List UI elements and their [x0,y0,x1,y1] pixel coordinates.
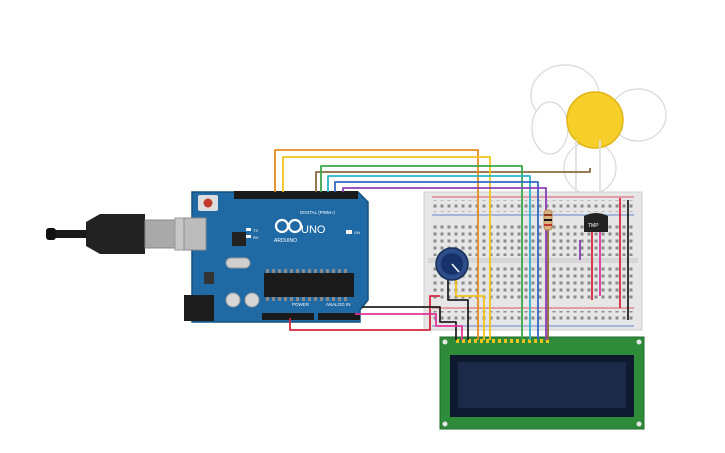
power-header[interactable] [262,313,314,320]
resistor-band [544,219,552,221]
lcd-mount-hole [442,339,448,345]
wire-black-gnd [362,306,457,340]
wire-magenta-a0 [355,313,463,340]
rx-label: RX [253,235,259,240]
digital-label: DIGITAL (PWM~) [300,210,335,215]
wire-pot-wiper [455,278,485,340]
tx-label: TX [253,228,258,233]
atmega-pins [266,269,347,301]
wire-brown-fan [315,168,591,192]
temperature-sensor-body [584,213,608,232]
lcd-mount-hole [442,421,448,427]
wire-cyan [327,175,531,340]
wires [274,140,629,340]
analog-header[interactable] [318,313,360,320]
temperature-sensor[interactable]: TMP [584,213,608,232]
resistor-band [544,214,552,216]
usb-plug-metal [144,219,176,249]
usb-chip [232,232,246,246]
potentiometer-indicator [451,263,460,273]
temperature-sensor-label: TMP [588,223,599,229]
capacitor-2 [244,292,260,308]
usb-cable-wire [56,230,86,238]
rx-led [246,235,251,238]
resistor[interactable] [543,209,553,231]
top-rail-holes [432,200,634,212]
board-model-label: UNO [301,224,326,236]
wire-purple [342,187,547,340]
fan-motor[interactable] [530,64,667,195]
crystal [225,257,251,269]
lcd-mount-hole [636,421,642,427]
potentiometer[interactable] [435,247,469,281]
usb-cable-end [46,228,56,240]
fan-blade-left [531,101,569,155]
capacitor-1 [225,292,241,308]
bottom-rail-holes [432,311,634,323]
on-led [346,230,352,234]
reset-button-cap[interactable] [203,198,213,208]
on-label: ON [354,230,360,235]
tx-led [246,228,251,231]
wire-orange [274,149,479,340]
wire-green [320,165,523,340]
lcd-mount-hole [636,339,642,345]
power-label: POWER [292,302,310,307]
atmega-chip [264,273,354,297]
wire-blue [334,181,539,340]
arduino-logo-icon [274,218,303,234]
power-jack [184,295,214,321]
lcd-display[interactable] [439,336,645,430]
analog-label: ANALOG IN [326,302,351,307]
regulator [204,272,214,284]
wire-red-5v [289,295,440,331]
usb-cable [46,214,206,254]
center-channel [428,258,638,263]
wire-pot-gnd [447,278,469,340]
board-brand-label: ARDUINO [274,238,297,244]
lcd-screen [458,362,626,408]
wire-yellow [282,156,491,340]
fan-hub [566,91,624,149]
board-usb-jack [183,217,207,251]
arduino-uno-board[interactable]: UNO ARDUINO DIGITAL (PWM~) POWER ANALOG … [183,191,369,323]
resistor-band [544,224,552,226]
digital-header[interactable] [234,191,358,199]
usb-plug-body [86,214,145,254]
lcd-pin-header[interactable] [456,339,549,343]
